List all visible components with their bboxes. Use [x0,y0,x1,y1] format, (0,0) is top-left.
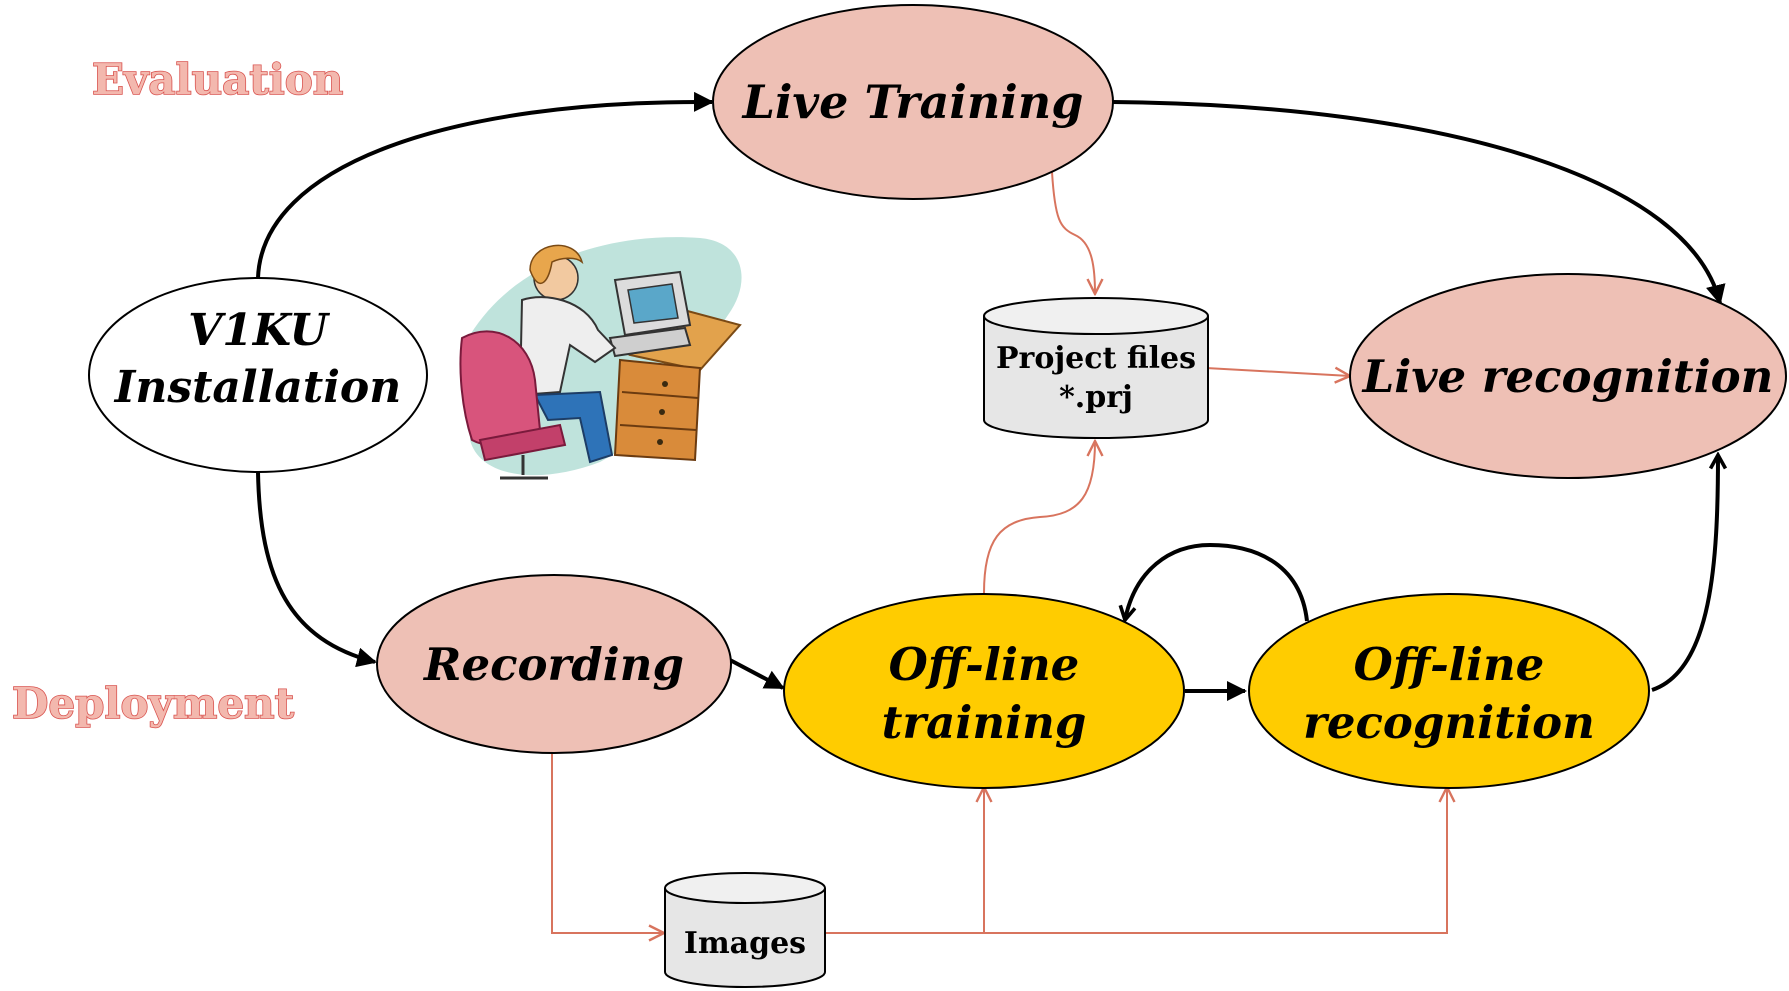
node-offline-recognition-line1: Off-line [1354,638,1545,691]
arrow-images-to-offline-recognition [824,787,1447,934]
store-project-files: Project files *.prj [983,297,1209,439]
arrow-offline-training-to-project-files [983,441,1095,594]
node-live-training: Live Training [712,4,1114,200]
arrow-live-training-to-live-recognition [1112,100,1726,305]
arrow-live-training-to-project-files [1051,171,1095,294]
store-project-files-line1: Project files [996,341,1196,376]
arrow-offline-recognition-to-live-recognition [1651,455,1718,692]
node-live-recognition-label: Live recognition [1361,350,1774,403]
node-offline-training-line2: training [882,696,1087,749]
phase-label-evaluation: Evaluation [92,55,343,104]
node-offline-recognition-line2: recognition [1303,696,1595,749]
node-v1ku-installation: V1KU Installation [88,277,428,473]
phase-label-deployment: Deployment [12,679,295,728]
node-offline-recognition: Off-line recognition [1248,593,1650,789]
node-v1ku-installation-line2: Installation [113,362,402,413]
arrow-install-to-recording [256,471,377,668]
node-v1ku-installation-line1: V1KU [188,305,330,356]
store-images: Images [664,872,826,988]
store-project-files-line2: *.prj [1059,380,1133,415]
node-offline-training: Off-line training [783,593,1185,789]
node-recording: Recording [376,574,732,754]
arrow-recording-to-offline-training [729,658,785,690]
node-offline-training-line1: Off-line [889,638,1080,691]
node-live-recognition: Live recognition [1349,273,1787,479]
person-at-computer-icon [459,237,742,480]
node-live-training-label: Live Training [741,75,1084,129]
arrow-install-to-live-training [256,91,714,279]
node-recording-label: Recording [422,638,684,691]
arrow-recording-to-images [551,752,664,933]
store-images-label: Images [684,926,806,961]
arrow-project-files-to-live-recognition [1205,368,1350,376]
arrow-feedback-loop [1125,542,1309,621]
